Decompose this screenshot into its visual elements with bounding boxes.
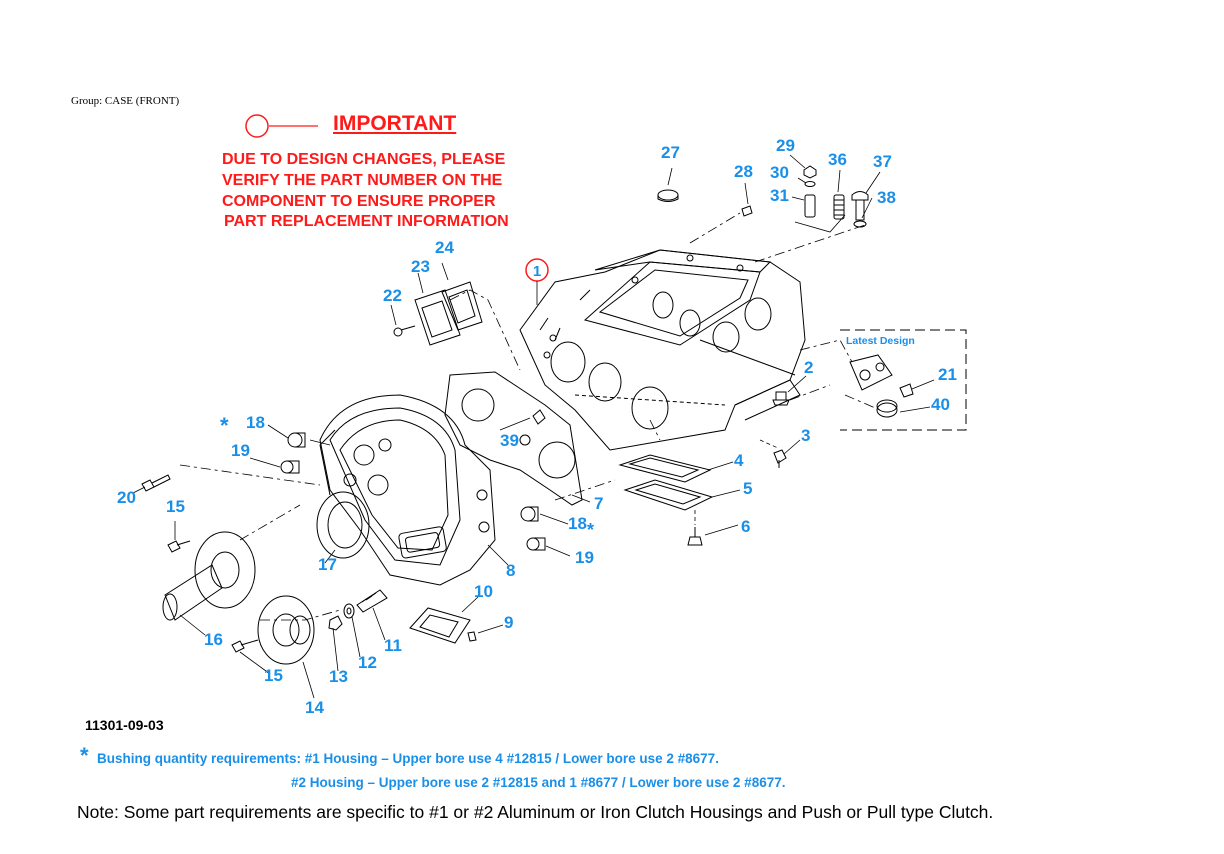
bushing-19b-icon (526, 537, 546, 551)
stud-11-icon (356, 589, 388, 613)
callout-4: 4 (734, 451, 744, 470)
item-1-label: 1 (533, 263, 541, 280)
washer-38-icon (853, 220, 867, 228)
washer-12-icon (343, 603, 355, 619)
gasket-17-icon (316, 491, 370, 559)
bushing-note-line-1: Bushing quantity requirements: #1 Housin… (97, 751, 719, 766)
callout-18b: 18 (568, 514, 587, 533)
asterisk-18b: * (587, 520, 595, 540)
plug-3-icon (773, 449, 787, 468)
washer-30-icon (804, 181, 816, 187)
callout-15b: 15 (264, 666, 283, 685)
bolt-20-icon (141, 474, 171, 492)
transmission-case-icon (519, 249, 806, 451)
bushing-note-line-2: #2 Housing – Upper bore use 2 #12815 and… (291, 775, 786, 790)
leader-lines (132, 154, 935, 699)
gasket-7-icon (444, 371, 583, 506)
important-line-4: PART REPLACEMENT INFORMATION (224, 213, 509, 230)
input-shaft-16-icon (162, 531, 256, 621)
screw-9-icon (467, 631, 477, 642)
callout-29: 29 (776, 136, 795, 155)
nut-13-icon (328, 615, 343, 631)
asterisk-18: * (220, 413, 229, 438)
bushing-18-icon (287, 432, 306, 448)
fitting-39-icon (532, 409, 546, 425)
bearing-cover-14-icon (257, 595, 315, 665)
stud-36-icon (833, 194, 845, 220)
callout-17: 17 (318, 555, 337, 574)
important-line-3: COMPONENT TO ENSURE PROPER (222, 193, 496, 210)
callout-7: 7 (594, 494, 604, 513)
callout-20: 20 (117, 488, 136, 507)
callout-37: 37 (873, 152, 892, 171)
screw-22-icon (393, 325, 416, 337)
clutch-housing-icon (319, 394, 496, 586)
pin-28-icon (741, 205, 753, 217)
callout-28: 28 (734, 162, 753, 181)
callout-14: 14 (305, 698, 324, 717)
callout-38: 38 (877, 188, 896, 207)
callout-27: 27 (661, 143, 680, 162)
cover-plate-4-icon (618, 454, 712, 483)
item-1-marker-icon: 1 (525, 258, 549, 305)
bushing-18b-icon (520, 506, 539, 522)
important-marker-icon (245, 114, 318, 138)
callout-40: 40 (931, 395, 950, 414)
callout-39: 39 (500, 431, 519, 450)
callout-9: 9 (504, 613, 514, 632)
callout-12: 12 (358, 653, 377, 672)
callout-10: 10 (474, 582, 493, 601)
bolt-15-icon (167, 540, 191, 553)
callout-13: 13 (329, 667, 348, 686)
bushing-19-icon (280, 460, 300, 474)
important-line-1: DUE TO DESIGN CHANGES, PLEASE (222, 151, 506, 168)
callout-11: 11 (384, 636, 402, 655)
plug-37-icon (851, 191, 869, 221)
cap-27-icon (657, 189, 679, 202)
plug-2-icon (772, 391, 790, 406)
screw-6-icon (687, 527, 703, 546)
footer-note: Note: Some part requirements are specifi… (77, 802, 994, 822)
stud-31-icon (804, 194, 816, 218)
callout-30: 30 (770, 163, 789, 182)
callout-36: 36 (828, 150, 847, 169)
callout-19b: 19 (575, 548, 594, 567)
callout-3: 3 (801, 426, 811, 445)
callout-5: 5 (743, 479, 753, 498)
callout-2: 2 (804, 358, 814, 377)
callout-31: 31 (770, 186, 789, 205)
callout-19: 19 (231, 441, 250, 460)
latest-design-inset (840, 329, 967, 431)
callout-15: 15 (166, 497, 185, 516)
bolt-15b-icon (231, 639, 259, 653)
callout-23: 23 (411, 257, 430, 276)
nut-29-icon (803, 165, 817, 179)
important-title: IMPORTANT (333, 112, 457, 135)
latest-design-label: Latest Design (846, 335, 915, 347)
callout-22: 22 (383, 286, 402, 305)
diagram-code: 11301-09-03 (85, 717, 164, 733)
cover-10-icon (409, 607, 471, 644)
group-title: Group: CASE (FRONT) (71, 95, 180, 107)
gasket-5-icon (623, 479, 714, 511)
callout-6: 6 (741, 517, 751, 536)
asterisk-note: * (80, 743, 89, 768)
callout-16: 16 (204, 630, 223, 649)
callout-24: 24 (435, 238, 454, 257)
callout-8: 8 (506, 561, 516, 580)
callout-21: 21 (938, 365, 957, 384)
callout-18: 18 (246, 413, 265, 432)
cover-plate-23-icon (414, 281, 483, 346)
important-line-2: VERIFY THE PART NUMBER ON THE (222, 172, 503, 189)
